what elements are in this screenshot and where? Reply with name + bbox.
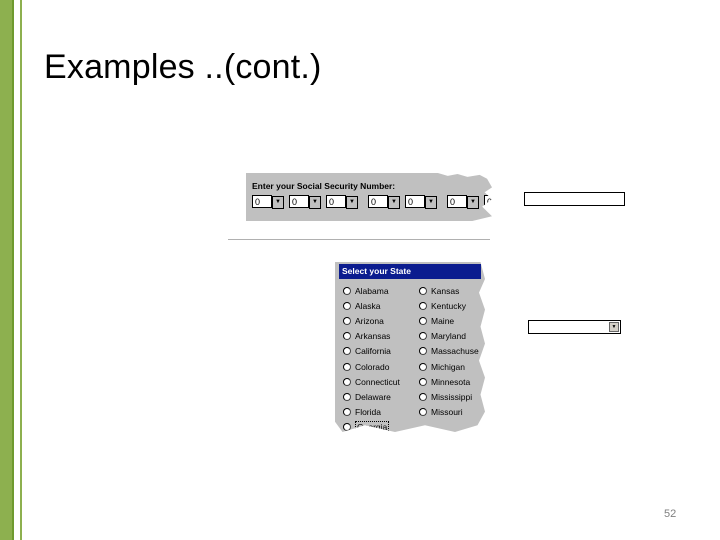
- radio-button[interactable]: [419, 377, 427, 386]
- radio-button[interactable]: [343, 347, 351, 356]
- text-field-sample[interactable]: [524, 192, 625, 206]
- slide-accent-bar: [0, 0, 14, 540]
- state-radio-option[interactable]: Connecticut: [343, 374, 400, 389]
- state-option-label: Arizona: [355, 315, 384, 326]
- state-option-label: Florida: [355, 407, 381, 418]
- state-option-label: Kansas: [431, 285, 460, 296]
- radio-button[interactable]: [419, 286, 427, 295]
- state-radio-option[interactable]: California: [343, 344, 400, 359]
- radio-button[interactable]: [419, 408, 427, 417]
- chevron-down-icon[interactable]: ▼: [504, 196, 516, 209]
- ssn-digit-value[interactable]: 0▼: [289, 195, 321, 209]
- state-radio-option[interactable]: Delaware: [343, 389, 400, 404]
- radio-button[interactable]: [343, 423, 351, 432]
- chevron-down-icon[interactable]: ▼: [272, 196, 284, 209]
- state-radio-option[interactable]: Kentucky: [419, 298, 479, 313]
- radio-button[interactable]: [343, 408, 351, 417]
- state-option-label: Connecticut: [355, 376, 400, 387]
- ssn-digit-value[interactable]: 0▼: [484, 195, 492, 208]
- chevron-down-icon[interactable]: ▼: [388, 196, 400, 209]
- state-radio-option[interactable]: Arizona: [343, 313, 400, 328]
- state-option-label: Maryland: [431, 331, 466, 342]
- chevron-down-icon[interactable]: ▼: [346, 196, 358, 209]
- state-radio-option[interactable]: Arkansas: [343, 329, 400, 344]
- state-radio-option[interactable]: Massachuse: [419, 344, 479, 359]
- state-option-label: Georgia: [355, 421, 390, 433]
- ssn-digit-select[interactable]: 0▼: [289, 195, 323, 209]
- radio-button[interactable]: [419, 362, 427, 371]
- radio-button[interactable]: [419, 347, 427, 356]
- ssn-digit-value[interactable]: 0▼: [326, 195, 358, 209]
- state-option-label: Alaska: [355, 300, 381, 311]
- ssn-digit-select[interactable]: 0▼: [447, 195, 481, 209]
- state-option-label: California: [355, 346, 391, 357]
- radio-button[interactable]: [419, 332, 427, 341]
- state-option-label: Arkansas: [355, 331, 391, 342]
- state-option-label: Minnesota: [431, 376, 471, 387]
- chevron-down-icon[interactable]: ▼: [425, 196, 437, 209]
- state-radio-option[interactable]: Kansas: [419, 283, 479, 298]
- ssn-digit-value[interactable]: 0▼: [252, 195, 284, 209]
- ssn-digit-value[interactable]: 0▼: [447, 195, 479, 209]
- slide-title: Examples ..(cont.): [44, 48, 322, 86]
- state-option-label: Alabama: [355, 285, 389, 296]
- state-radio-option[interactable]: Florida: [343, 405, 400, 420]
- ssn-dropdown-panel: Enter your Social Security Number: 0▼ 0▼ 0…: [246, 173, 492, 221]
- state-radio-option[interactable]: Alabama: [343, 283, 400, 298]
- state-radio-option[interactable]: Alaska: [343, 298, 400, 313]
- radio-button[interactable]: [419, 316, 427, 325]
- ssn-digit-row: 0▼0▼0▼0▼0▼0▼0▼0▼0▼: [252, 195, 492, 209]
- ssn-digit-value[interactable]: 0▼: [368, 195, 400, 209]
- state-option-label: Missouri: [431, 407, 463, 418]
- radio-button[interactable]: [343, 332, 351, 341]
- state-panel-header: Select your State: [339, 264, 481, 279]
- radio-button[interactable]: [343, 377, 351, 386]
- dropdown-sample[interactable]: ▼: [528, 320, 621, 334]
- state-radio-option[interactable]: Michigan: [419, 359, 479, 374]
- ssn-digit-select[interactable]: 0▼: [368, 195, 402, 209]
- radio-button[interactable]: [343, 286, 351, 295]
- chevron-down-icon[interactable]: ▼: [609, 322, 619, 332]
- ssn-label: Enter your Social Security Number:: [252, 181, 396, 191]
- state-option-label: Michigan: [431, 361, 466, 372]
- state-option-label: Delaware: [355, 391, 391, 402]
- state-option-label: Maine: [431, 315, 455, 326]
- state-radio-option[interactable]: Mississippi: [419, 389, 479, 404]
- ssn-digit-select[interactable]: 0▼: [484, 195, 492, 208]
- state-radio-option[interactable]: Minnesota: [419, 374, 479, 389]
- ssn-digit-select[interactable]: 0▼: [405, 195, 439, 209]
- ssn-digit-value[interactable]: 0▼: [405, 195, 437, 209]
- radio-button[interactable]: [343, 301, 351, 310]
- radio-button[interactable]: [419, 392, 427, 401]
- chevron-down-icon[interactable]: ▼: [467, 196, 479, 209]
- state-option-label: Mississippi: [431, 391, 473, 402]
- radio-button[interactable]: [343, 392, 351, 401]
- ssn-digit-select[interactable]: 0▼: [252, 195, 286, 209]
- state-option-label: Massachuse: [431, 346, 479, 357]
- divider-line: [228, 239, 490, 240]
- slide-accent-line: [20, 0, 22, 540]
- state-option-label: Colorado: [355, 361, 390, 372]
- state-option-label: Kentucky: [431, 300, 466, 311]
- radio-button[interactable]: [343, 316, 351, 325]
- state-radio-option[interactable]: Maine: [419, 313, 479, 328]
- state-radio-option[interactable]: Colorado: [343, 359, 400, 374]
- page-number: 52: [664, 508, 677, 520]
- state-radio-option[interactable]: Maryland: [419, 329, 479, 344]
- chevron-down-icon[interactable]: ▼: [309, 196, 321, 209]
- state-radio-option[interactable]: Missouri: [419, 405, 479, 420]
- radio-button[interactable]: [343, 362, 351, 371]
- ssn-digit-select[interactable]: 0▼: [326, 195, 360, 209]
- radio-button[interactable]: [419, 301, 427, 310]
- state-radio-option[interactable]: Georgia: [343, 420, 400, 433]
